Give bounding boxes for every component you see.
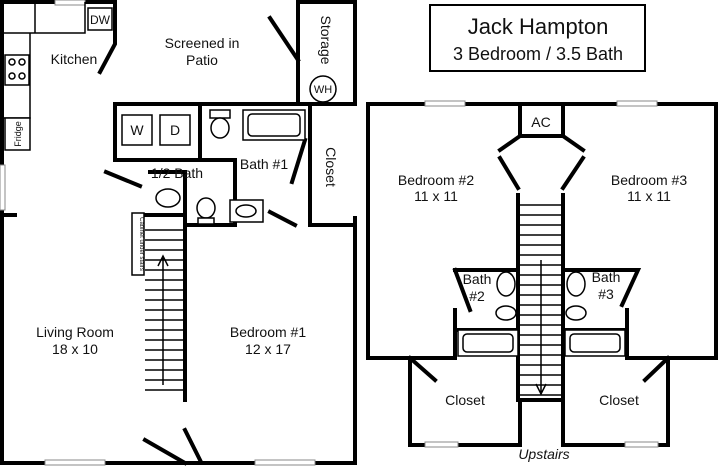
stove-icon xyxy=(4,54,30,86)
ac-label: AC xyxy=(531,114,550,130)
closet-left-label: Closet xyxy=(445,392,485,408)
washer-label: W xyxy=(130,122,144,138)
storage-door xyxy=(267,15,301,63)
bath3-label-2: #3 xyxy=(598,286,614,302)
title-name: Jack Hampton xyxy=(468,14,609,39)
closet-door xyxy=(267,209,298,228)
bath2-walls xyxy=(452,267,520,360)
patio-label-2: Patio xyxy=(186,52,218,68)
bathtub xyxy=(242,109,306,141)
closet-dividers xyxy=(407,355,671,383)
bath3-sink-icon xyxy=(566,271,586,297)
ground-stairs xyxy=(145,229,183,391)
bath1-sink-bowl xyxy=(235,204,257,218)
half-bath-label: 1/2 Bath xyxy=(151,165,203,181)
window-living-left xyxy=(0,164,6,211)
bath3-label-1: Bath xyxy=(592,269,621,285)
window-bed1-bottom xyxy=(254,459,316,466)
toilet-icon xyxy=(209,109,231,139)
bath1-door xyxy=(289,137,308,185)
cabinet-label: Cabinet under stairs xyxy=(138,217,144,271)
ground-outer-wall xyxy=(0,0,357,465)
kitchen-wall xyxy=(97,0,117,75)
cabinet-under-stairs xyxy=(131,212,145,276)
bath3-tub-inner xyxy=(569,333,621,353)
laundry-wall xyxy=(113,102,202,162)
bath2-sink-icon xyxy=(496,271,516,297)
bath2-tub-inner xyxy=(462,333,514,353)
closet-right-label: Closet xyxy=(599,392,639,408)
bath2-label-1: Bath xyxy=(463,271,492,287)
dryer-label: D xyxy=(170,122,180,138)
water-heater-icon xyxy=(309,75,337,103)
fridge xyxy=(4,117,31,151)
bedroom1-name: Bedroom #1 xyxy=(230,324,306,340)
half-bath-wall xyxy=(148,170,187,227)
washer xyxy=(121,114,153,146)
hall-walls xyxy=(497,133,586,191)
bath1-wall xyxy=(183,158,237,227)
upstairs-caption: Upstairs xyxy=(518,446,569,462)
dryer xyxy=(159,114,191,146)
bedroom3-size: 11 x 11 xyxy=(627,188,671,204)
half-bath-toilet-icon xyxy=(196,197,216,225)
window-bed2 xyxy=(424,100,466,107)
window-closet-left xyxy=(424,441,459,448)
patio-label-1: Screened in xyxy=(165,35,240,51)
title-box xyxy=(429,4,646,72)
storage-label: Storage xyxy=(318,15,334,64)
closet-wall xyxy=(308,102,357,227)
upstairs-arrow xyxy=(535,260,547,396)
bedroom2-size: 11 x 11 xyxy=(414,188,458,204)
ground-floor xyxy=(0,0,357,466)
stairs-arrow xyxy=(157,254,169,385)
bedroom3-name: Bedroom #3 xyxy=(611,172,687,188)
patio-wall xyxy=(113,0,357,106)
bedroom2-name: Bedroom #2 xyxy=(398,172,474,188)
ac-closet xyxy=(518,102,565,138)
bath2-label-2: #2 xyxy=(469,288,485,304)
bath2-toilet-icon xyxy=(495,305,517,321)
upstairs xyxy=(366,4,718,448)
window-living-bottom xyxy=(44,459,106,466)
dw-label: DW xyxy=(90,13,111,27)
fridge-label: Fridge xyxy=(13,121,23,147)
bath3-toilet-icon xyxy=(565,305,587,321)
bedroom1-size: 12 x 17 xyxy=(245,341,291,357)
half-bath-door xyxy=(103,169,143,189)
half-bath-sink-icon xyxy=(155,188,181,208)
title-subtitle: 3 Bedroom / 3.5 Bath xyxy=(453,44,623,64)
living-room-size: 18 x 10 xyxy=(52,341,98,357)
bath1-sink xyxy=(229,199,264,223)
bath1-label: Bath #1 xyxy=(240,156,288,172)
kitchen-label: Kitchen xyxy=(51,51,98,67)
bathtub-inner xyxy=(247,113,301,137)
front-door xyxy=(142,427,203,466)
living-room-name: Living Room xyxy=(36,324,114,340)
stair-wall xyxy=(133,213,187,402)
window-bed3 xyxy=(616,100,658,107)
window-kitchen xyxy=(54,0,86,6)
closet-label: Closet xyxy=(323,147,339,187)
wh-label: WH xyxy=(314,84,332,96)
window-closet-right xyxy=(624,441,659,448)
dishwasher xyxy=(87,7,113,31)
